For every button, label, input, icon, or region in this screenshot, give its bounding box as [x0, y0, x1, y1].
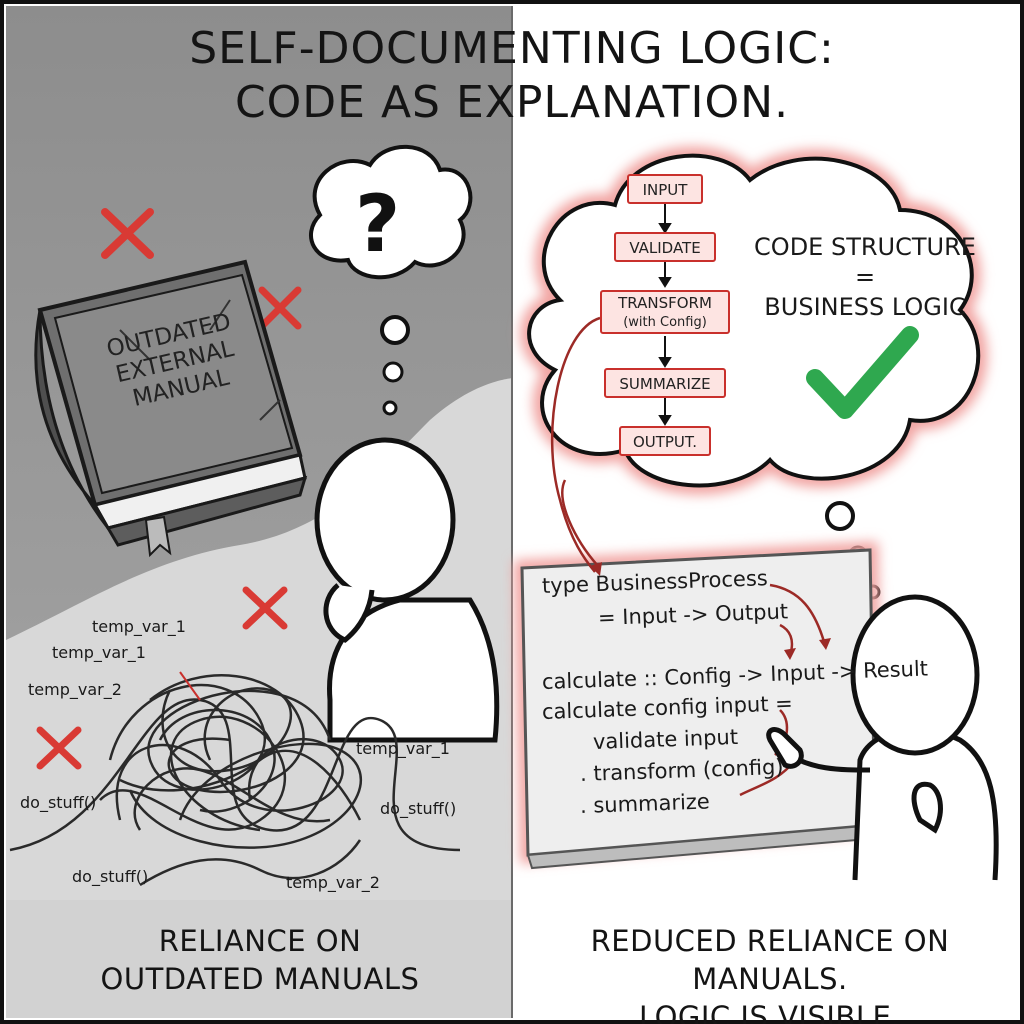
pointing-person-icon — [766, 594, 999, 881]
code-line: validate input — [592, 724, 739, 754]
tangle-label: do_stuff() — [380, 799, 457, 818]
right-caption-line-2: LOGIC IS VISIBLE. — [638, 1000, 902, 1024]
tangle-label: temp_var_2 — [28, 680, 122, 699]
thinking-person-icon — [314, 437, 500, 743]
left-caption: RELIANCE ON OUTDATED MANUALS — [60, 922, 460, 998]
flow-step-transform: TRANSFORM (with Config) — [600, 290, 730, 334]
structure-line-3: BUSINESS LOGIC — [764, 293, 966, 321]
question-mark-icon: ? — [355, 180, 401, 270]
tangle-label: temp_var_2 — [286, 873, 380, 892]
cross-icon — [101, 208, 154, 259]
flow-step-summarize: SUMMARIZE — [604, 368, 726, 398]
tangle-label: temp_var_1 — [92, 617, 186, 636]
structure-line-1: CODE STRUCTURE — [754, 233, 976, 261]
book-icon — [34, 259, 308, 558]
left-caption-line-1: RELIANCE ON — [158, 924, 362, 958]
right-caption-line-1: REDUCED RELIANCE ON MANUALS. — [590, 924, 950, 996]
title-line-1: SELF-DOCUMENTING LOGIC: — [189, 23, 835, 74]
tangle-label: temp_var_1 — [356, 739, 450, 758]
tangle-label: do_stuff() — [72, 867, 149, 886]
cross-icon — [242, 586, 288, 630]
connector-arrows — [550, 316, 827, 797]
code-line: . summarize — [579, 789, 711, 818]
structure-equation: CODE STRUCTURE = BUSINESS LOGIC — [740, 232, 990, 322]
structure-line-2: = — [854, 263, 876, 291]
cross-icon — [258, 286, 302, 330]
page-title: SELF-DOCUMENTING LOGIC: CODE AS EXPLANAT… — [0, 22, 1024, 130]
check-icon — [806, 326, 919, 419]
tangle-label: do_stuff() — [20, 793, 97, 812]
tangle-label: temp_var_1 — [52, 643, 146, 662]
cross-icon — [36, 726, 82, 770]
flow-arrows — [658, 204, 672, 426]
flow-step-input: INPUT — [627, 174, 703, 204]
flow-step-validate: VALIDATE — [614, 232, 716, 262]
flow-step-output: OUTPUT. — [619, 426, 711, 456]
left-caption-line-2: OUTDATED MANUALS — [100, 962, 420, 996]
thought-cloud-icon — [309, 144, 473, 416]
right-caption: REDUCED RELIANCE ON MANUALS. LOGIC IS VI… — [520, 922, 1020, 1024]
title-line-2: CODE AS EXPLANATION. — [234, 77, 790, 128]
tangled-string-icon — [9, 671, 461, 887]
